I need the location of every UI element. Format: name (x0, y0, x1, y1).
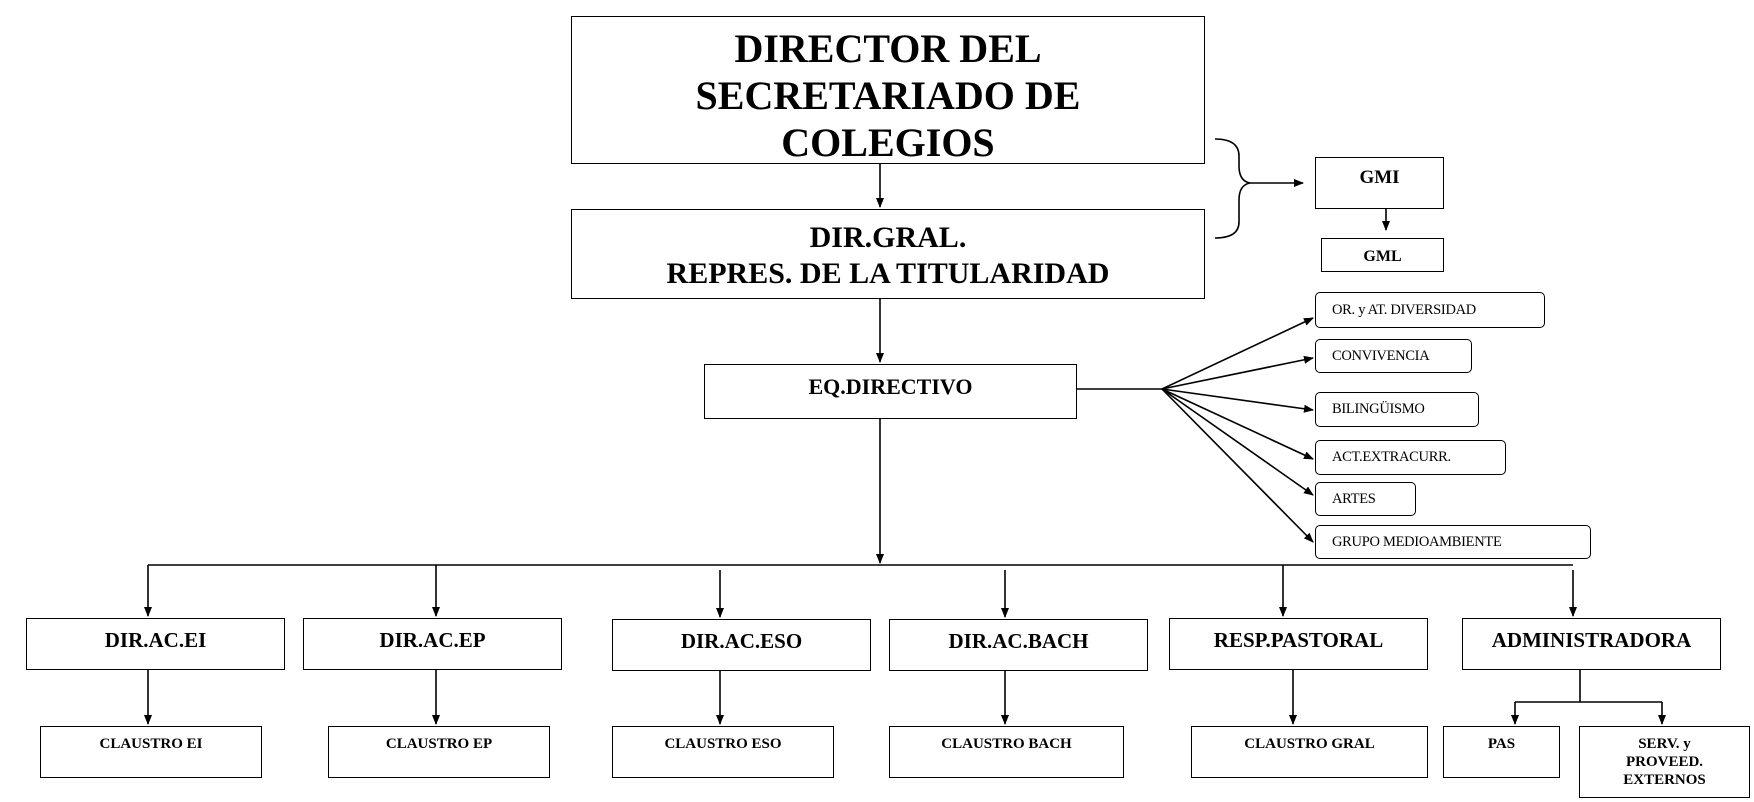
box-claustro-gral: CLAUSTRO GRAL (1191, 726, 1428, 778)
commission-grupo-medioambiente: GRUPO MEDIOAMBIENTE (1315, 525, 1591, 559)
box-serv-label: SERV. y PROVEED. EXTERNOS (1623, 736, 1706, 788)
box-pas-label: PAS (1487, 736, 1516, 752)
commission-label: BILINGÜISMO (1332, 401, 1425, 417)
box-pas: PAS (1443, 726, 1560, 778)
box-claustro-ep: CLAUSTRO EP (328, 726, 550, 778)
box-gml: GML (1321, 238, 1444, 272)
department-label: RESP.PASTORAL (1213, 628, 1384, 652)
box-gml-label: GML (1363, 248, 1402, 265)
box-dir-gral-label: DIR.GRAL. REPRES. DE LA TITULARIDAD (666, 221, 1110, 290)
commission-label: GRUPO MEDIOAMBIENTE (1332, 533, 1502, 550)
box-claustro-ei: CLAUSTRO EI (40, 726, 262, 778)
claustro-label: CLAUSTRO EP (385, 736, 493, 752)
claustro-label: CLAUSTRO ESO (664, 736, 782, 752)
commission-label: ACT.EXTRACURR. (1332, 449, 1451, 465)
box-director-label: DIRECTOR DEL SECRETARIADO DE COLEGIOS (695, 26, 1081, 165)
box-gmi: GMI (1315, 157, 1444, 209)
department-label: DIR.AC.EI (104, 628, 207, 652)
commission-label: OR. y AT. DIVERSIDAD (1332, 301, 1476, 318)
box-administradora: ADMINISTRADORA (1462, 618, 1721, 670)
box-dir-ac-ep: DIR.AC.EP (303, 618, 562, 670)
box-resp-pastoral: RESP.PASTORAL (1169, 618, 1428, 670)
box-eq-directivo-label: EQ.DIRECTIVO (808, 374, 973, 399)
department-label: DIR.AC.EP (379, 628, 486, 652)
box-serv-proveed-externos: SERV. y PROVEED. EXTERNOS (1579, 726, 1750, 798)
box-director-secretariado: DIRECTOR DEL SECRETARIADO DE COLEGIOS (571, 16, 1205, 165)
arrow-fan-1 (1161, 317, 1314, 390)
claustro-label: CLAUSTRO BACH (941, 736, 1072, 752)
arrow-fan-2 (1161, 355, 1314, 390)
arrow-fan-6 (1161, 388, 1314, 543)
claustro-label: CLAUSTRO EI (99, 736, 203, 752)
box-dir-gral: DIR.GRAL. REPRES. DE LA TITULARIDAD (571, 209, 1205, 299)
arrow-fan-4 (1161, 388, 1314, 460)
commission-artes: ARTES (1315, 482, 1416, 516)
commission-label: CONVIVENCIA (1332, 347, 1430, 364)
arrow-fan-3 (1161, 388, 1314, 413)
department-label: DIR.AC.BACH (948, 629, 1089, 653)
commission-convivencia: CONVIVENCIA (1315, 339, 1472, 373)
brace (1214, 138, 1251, 239)
arrow-fan-5 (1161, 388, 1314, 496)
commission-act-extracurr: ACT.EXTRACURR. (1315, 440, 1506, 475)
box-dir-ac-ei: DIR.AC.EI (26, 618, 285, 670)
box-gmi-label: GMI (1359, 167, 1400, 188)
commission-label: ARTES (1332, 490, 1376, 507)
box-claustro-eso: CLAUSTRO ESO (612, 726, 834, 778)
box-claustro-bach: CLAUSTRO BACH (889, 726, 1124, 778)
department-label: ADMINISTRADORA (1491, 628, 1692, 652)
box-dir-ac-eso: DIR.AC.ESO (612, 619, 871, 671)
box-eq-directivo: EQ.DIRECTIVO (704, 364, 1077, 419)
box-dir-ac-bach: DIR.AC.BACH (889, 619, 1148, 671)
department-label: DIR.AC.ESO (680, 629, 803, 653)
commission-or-at-diversidad: OR. y AT. DIVERSIDAD (1315, 292, 1545, 328)
commission-bilinguismo: BILINGÜISMO (1315, 392, 1479, 427)
claustro-label: CLAUSTRO GRAL (1244, 736, 1375, 752)
